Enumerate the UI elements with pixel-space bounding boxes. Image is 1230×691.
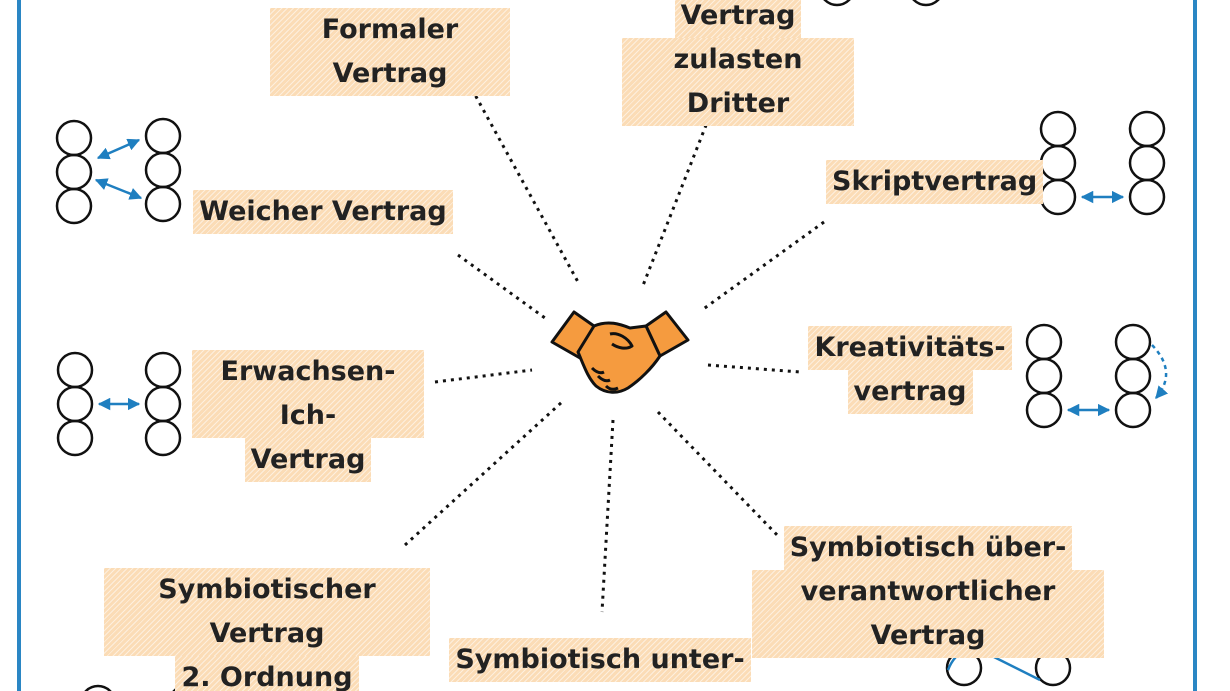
label-symbiotisch-ueberverantwortlicher-vertrag: Symbiotisch über- verantwortlicher Vertr…	[752, 526, 1104, 658]
label-line: Kreativitäts-	[808, 326, 1012, 370]
label-line: Symbiotisch über-	[783, 526, 1073, 570]
label-line: Vertrag	[674, 0, 802, 38]
spoke-formal	[466, 81, 580, 283]
handshake-icon	[550, 310, 690, 394]
label-line: Erwachsen-Ich-	[192, 350, 424, 438]
label-skriptvertrag: Skriptvertrag	[826, 160, 1044, 204]
spoke-symb2	[403, 400, 564, 547]
spoke-kreativ	[707, 363, 801, 374]
spoke-dritter	[640, 109, 714, 289]
ego-state-icon-weich	[55, 117, 182, 225]
frame-border	[17, 0, 1197, 691]
ego-state-icon-top-partial	[823, 0, 940, 7]
label-line: Symbiotischer Vertrag	[104, 568, 430, 656]
label-symbiotischer-vertrag-2-ordnung: Symbiotischer Vertrag 2. Ordnung	[104, 568, 430, 691]
label-line: zulasten Dritter	[622, 38, 854, 126]
ego-state-icon-kreativ	[1025, 323, 1169, 429]
spoke-ueber	[656, 410, 782, 540]
label-weicher-vertrag: Weicher Vertrag	[192, 190, 454, 234]
spoke-weich	[457, 253, 546, 320]
spoke-unter	[600, 419, 615, 613]
label-kreativitaetsvertrag: Kreativitäts- vertrag	[808, 326, 1012, 414]
label-line: verantwortlicher Vertrag	[752, 570, 1104, 658]
label-line: Weicher Vertrag	[193, 190, 453, 234]
spoke-erwachsen	[434, 368, 533, 384]
label-line: Symbiotisch unter-	[449, 638, 751, 682]
label-line: Formaler Vertrag	[270, 8, 510, 96]
label-line: Skriptvertrag	[826, 160, 1044, 204]
label-line: 2. Ordnung	[175, 656, 359, 691]
label-vertrag-zulasten-dritter: Vertrag zulasten Dritter	[622, 0, 854, 126]
label-formaler-vertrag: Formaler Vertrag	[270, 8, 510, 96]
spokes	[403, 81, 825, 613]
label-erwachsen-ich-vertrag: Erwachsen-Ich- Vertrag	[192, 350, 424, 482]
label-line: vertrag	[847, 370, 973, 414]
ego-state-icon-skript	[1039, 110, 1166, 216]
label-line: Vertrag	[244, 438, 372, 482]
ego-state-icon-erwachsen	[56, 351, 182, 457]
spoke-skript	[701, 220, 825, 312]
label-symbiotisch-unter: Symbiotisch unter-	[436, 638, 764, 682]
